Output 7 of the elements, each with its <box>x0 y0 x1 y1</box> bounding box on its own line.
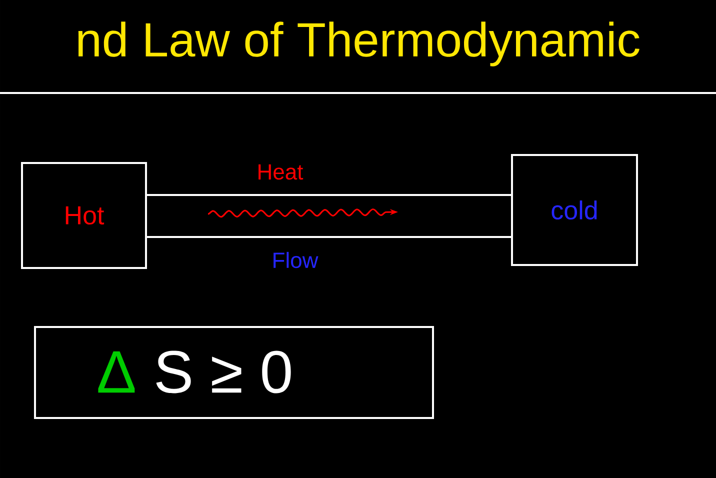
cold-box: cold <box>511 154 638 266</box>
formula-box: Δ S ≥ 0 <box>34 326 434 419</box>
node-label: Flow <box>274 252 318 268</box>
title: nd Law of Thermodynamic <box>78 22 640 66</box>
hot-box: Hot <box>21 162 147 269</box>
rod-band: Heat Flow <box>145 164 513 268</box>
node-label: Heat <box>258 164 304 180</box>
